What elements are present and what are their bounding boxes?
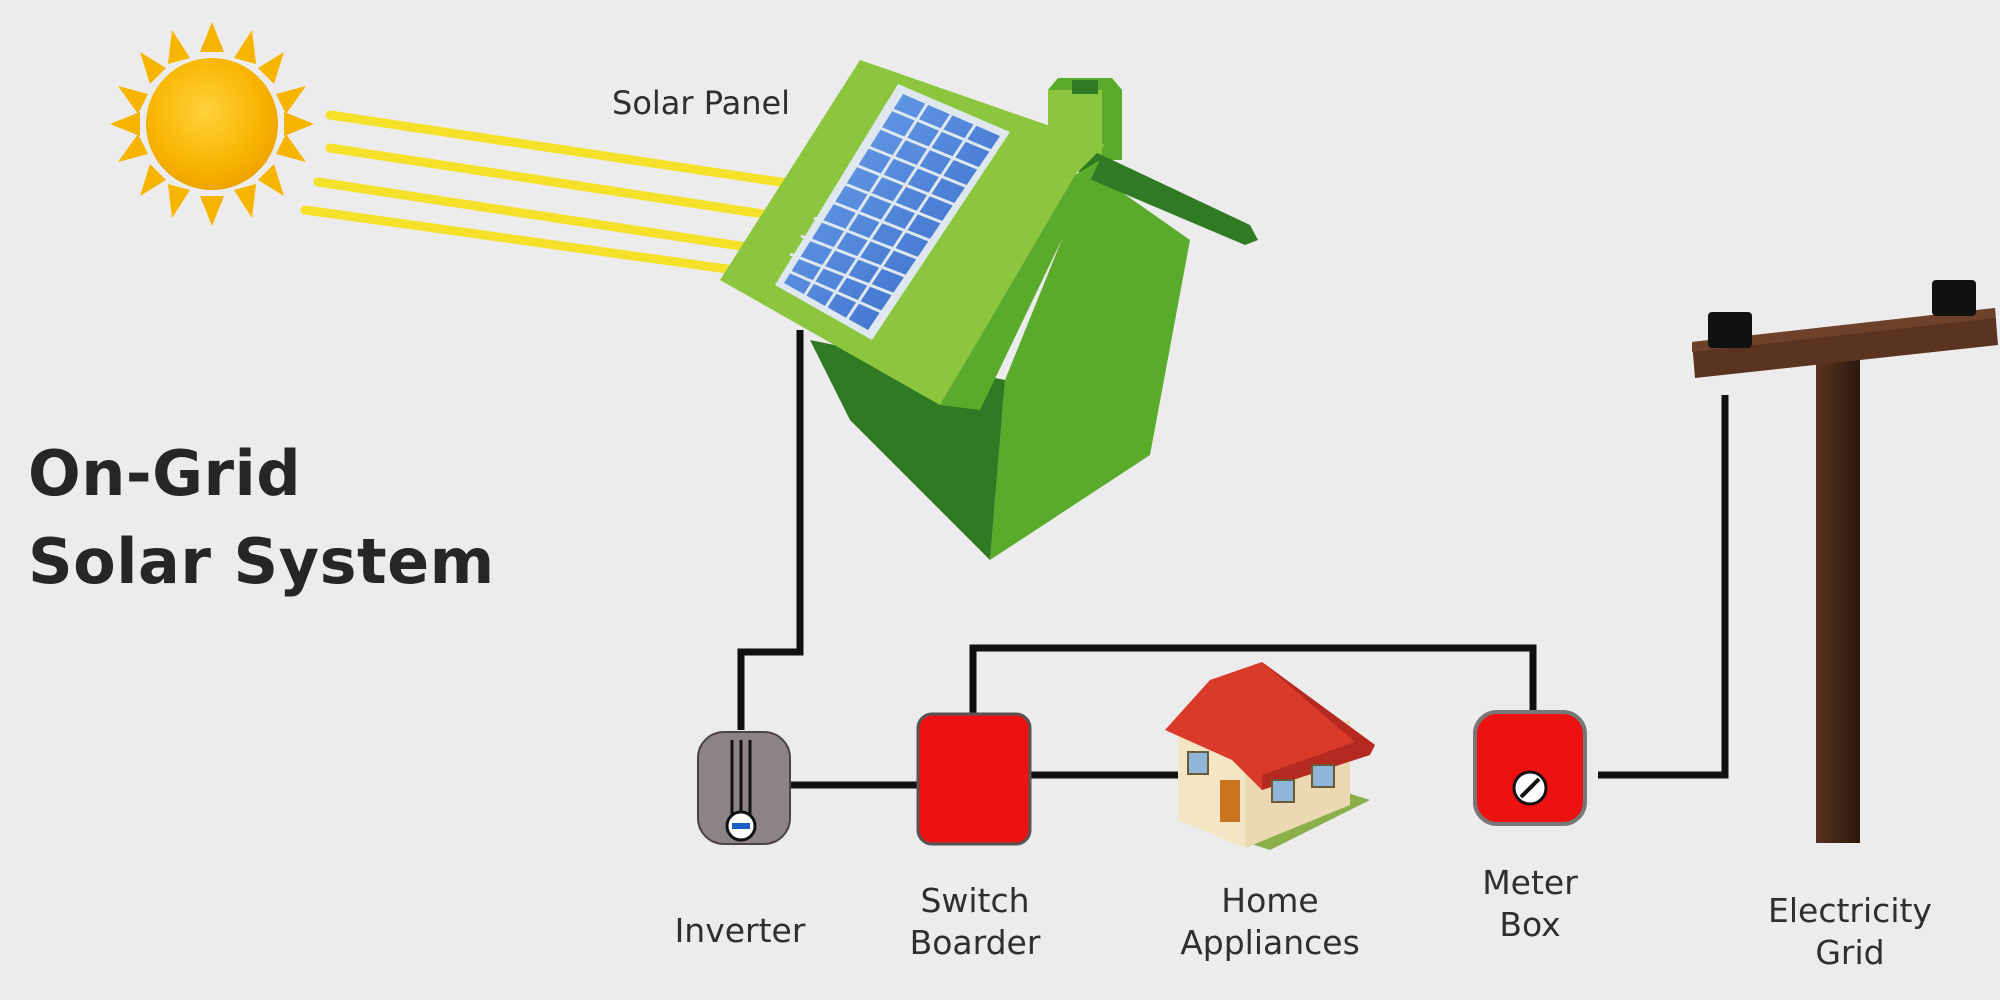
wiring: [737, 330, 1729, 789]
sun-rays: [300, 110, 805, 280]
home-appliances-label-line-2: Appliances: [1180, 923, 1360, 962]
home-appliances-label: Home Appliances: [1150, 880, 1390, 964]
utility-pole-icon: [1692, 280, 1998, 843]
meter-box-label-line-1: Meter: [1482, 863, 1578, 902]
title-line-1: On-Grid: [28, 437, 302, 510]
home-icon: [1165, 662, 1375, 850]
switch-board-icon: [916, 712, 1032, 846]
meter-box-label: Meter Box: [1440, 862, 1620, 946]
electricity-grid-label-line-1: Electricity: [1768, 891, 1932, 930]
sun-icon: [110, 22, 314, 226]
inverter-icon: [697, 731, 791, 845]
electricity-grid-label-line-2: Grid: [1815, 933, 1885, 972]
solar-panel-label: Solar Panel: [612, 84, 791, 122]
inverter-label: Inverter: [674, 911, 806, 950]
meter-box-icon: [1473, 710, 1587, 826]
meter-box-label-line-2: Box: [1499, 905, 1561, 944]
diagram-title: On-Grid Solar System: [28, 430, 495, 606]
home-appliances-label-line-1: Home: [1221, 881, 1319, 920]
title-line-2: Solar System: [28, 525, 495, 598]
switch-board-label: Switch Boarder: [880, 880, 1070, 964]
switch-board-label-line-1: Switch: [920, 881, 1030, 920]
electricity-grid-label: Electricity Grid: [1740, 890, 1960, 974]
house-icon: [720, 60, 1258, 560]
switch-board-label-line-2: Boarder: [909, 923, 1041, 962]
solar-panel-icon: [775, 84, 1010, 340]
